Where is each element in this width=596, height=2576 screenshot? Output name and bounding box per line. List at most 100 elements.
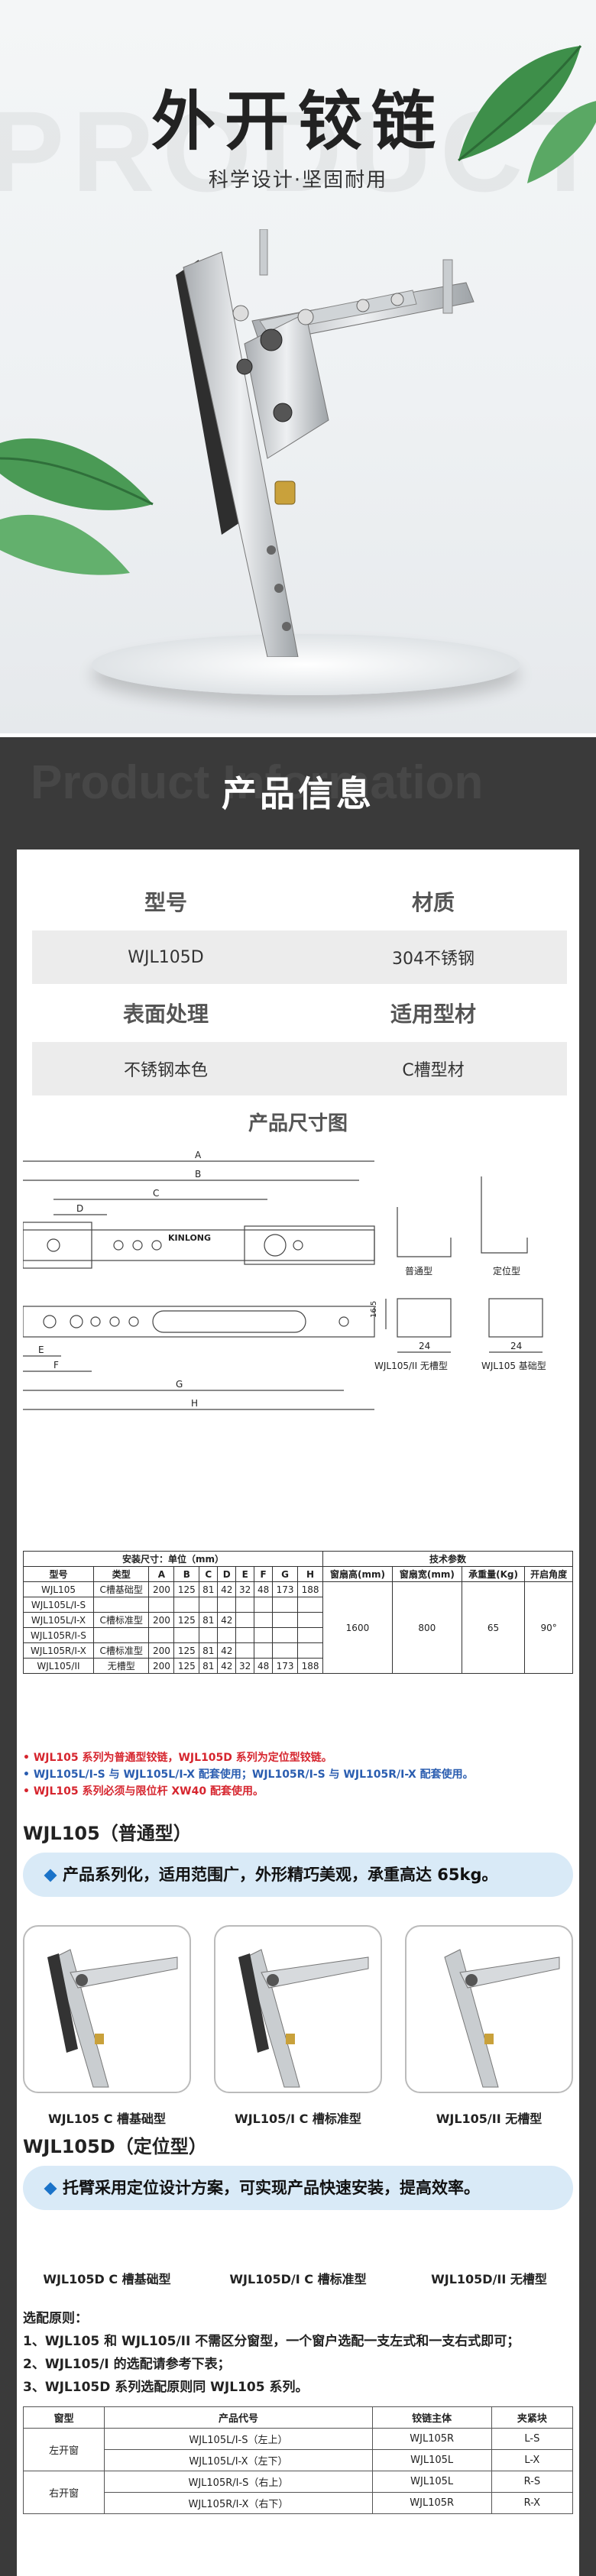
material-label: 材质 (411, 890, 455, 915)
table-row: WJL105L/I-S (23, 1597, 573, 1613)
table-cell (254, 1627, 274, 1643)
table-cell: C槽标准型 (92, 1612, 150, 1628)
table-cell (272, 1612, 299, 1628)
product-info-card: 型号 材质 WJL105D 304不锈钢 表面处理 适用型材 不锈钢本色 C槽型… (15, 848, 581, 2576)
table-cell: L-S (491, 2428, 574, 2450)
notes: • WJL105 系列为普通型铰链，WJL105D 系列为定位型铰链。 • WJ… (23, 1749, 573, 1800)
table-cell: 左开窗 (22, 2428, 105, 2471)
table-cell (272, 1627, 299, 1643)
product-image (214, 1925, 382, 2093)
table-cell (235, 1612, 255, 1628)
tech-cell: 65 (461, 1581, 526, 1674)
table-cell: 81 (199, 1642, 219, 1659)
table-cell (217, 1627, 237, 1643)
table-cell (148, 1627, 175, 1643)
table-cell: 200 (148, 1612, 175, 1628)
table-cell: 125 (173, 1642, 200, 1659)
table-cell (297, 1627, 323, 1643)
section-position-title: WJL105D（定位型） (23, 2136, 207, 2157)
table-cell (173, 1627, 200, 1643)
table-cell: C槽标准型 (92, 1642, 150, 1659)
model-value: WJL105D (128, 947, 204, 967)
table-cell: C槽基础型 (92, 1581, 150, 1597)
product-image (405, 1925, 573, 2093)
table-cell (173, 1597, 200, 1613)
install-group-header: 安装尺寸：单位（mm） (23, 1551, 323, 1567)
section-normal-desc-text: 产品系列化，适用范围广，外形精巧美观，承重高达 65kg。 (63, 1866, 498, 1884)
section-normal-desc: 产品系列化，适用范围广，外形精巧美观，承重高达 65kg。 (23, 1853, 573, 1897)
table-cell: 42 (217, 1581, 237, 1597)
hero-subtitle: 科学设计·坚固耐用 (208, 169, 388, 192)
th-window-type: 窗型 (22, 2406, 105, 2429)
product-card-wjl105-ii: WJL105/II 无槽型 (405, 1925, 573, 2127)
profile-label: 适用型材 (390, 1002, 476, 1027)
table-cell (272, 1597, 299, 1613)
label-ii: WJL105/II 无槽型 (374, 1361, 448, 1371)
table-cell: 右开窗 (22, 2471, 105, 2514)
table-cell: 125 (173, 1581, 200, 1597)
th-d: D (217, 1566, 237, 1582)
material-value: 304不锈钢 (392, 950, 475, 969)
table-cell (254, 1612, 274, 1628)
tech-cell: 1600 (322, 1581, 393, 1674)
th-h: H (297, 1566, 323, 1582)
table-cell: WJL105L (371, 2471, 492, 2493)
dim-c: C (153, 1188, 159, 1199)
leaf-decoration-left (0, 438, 154, 575)
table-cell (297, 1612, 323, 1628)
table-cell: 200 (148, 1658, 175, 1674)
product-card-wjl105d-i: WJL105D/I C 槽标准型 (214, 2223, 382, 2292)
rule-2: 2、WJL105/I 的选配请参考下表； (23, 2357, 231, 2372)
table-cell (148, 1597, 175, 1613)
section-position-desc: 托臂采用定位设计方案，可实现产品快速安装，提高效率。 (23, 2166, 573, 2210)
note-1: • WJL105 系列为普通型铰链，WJL105D 系列为定位型铰链。 (23, 1752, 332, 1764)
table-cell (199, 1597, 219, 1613)
th-hinge-body: 铰链主体 (371, 2406, 492, 2429)
table-cell: WJL105L/I-X（左下） (104, 2449, 373, 2471)
th-load: 承重量(Kg) (461, 1566, 526, 1582)
label-base: WJL105 基础型 (481, 1361, 546, 1371)
table-cell: 无槽型 (92, 1658, 150, 1674)
th-angle: 开启角度 (524, 1566, 573, 1582)
table-cell (199, 1627, 219, 1643)
table-cell: L-X (491, 2449, 574, 2471)
th-product-code: 产品代号 (104, 2406, 373, 2429)
table-cell: WJL105R (371, 2428, 492, 2450)
dim-e: E (38, 1345, 44, 1355)
table-cell: WJL105R (371, 2492, 492, 2514)
th-a: A (148, 1566, 175, 1582)
table-cell: 173 (272, 1581, 299, 1597)
table-cell: 42 (217, 1612, 237, 1628)
table-cell (272, 1642, 299, 1659)
table-cell: WJL105R/I-X (23, 1642, 94, 1659)
section-normal-title: WJL105（普通型） (23, 1823, 192, 1844)
table-cell: 125 (173, 1612, 200, 1628)
product-caption: WJL105D C 槽基础型 (43, 2272, 171, 2286)
section-title-product-info: 产品信息 (222, 773, 374, 814)
product-caption: WJL105/I C 槽标准型 (235, 2112, 361, 2126)
label-position: 定位型 (493, 1265, 520, 1277)
product-card-wjl105d: WJL105D C 槽基础型 (23, 2223, 191, 2292)
note-3: • WJL105 系列必须与限位杆 XW40 配套使用。 (23, 1785, 264, 1798)
dim-16-5: 16.5 (370, 1301, 378, 1318)
tech-cell: 90° (524, 1581, 573, 1674)
th-g: G (272, 1566, 299, 1582)
tech-group-header: 技术参数 (322, 1551, 573, 1567)
table-cell: WJL105R/I-X（右下） (104, 2492, 373, 2514)
table-cell: WJL105L/I-X (23, 1612, 94, 1628)
selection-rules: 选配原则： 1、WJL105 和 WJL105/II 不需区分窗型，一个窗户选配… (23, 2307, 573, 2399)
table-cell: WJL105R/I-S (23, 1627, 94, 1643)
product-card-wjl105d-ii: WJL105D/II 无槽型 (405, 2223, 573, 2292)
rule-3: 3、WJL105D 系列选配原则同 WJL105 系列。 (23, 2380, 309, 2395)
table-cell: WJL105 (23, 1581, 94, 1597)
model-label: 型号 (144, 890, 187, 915)
table-cell: R-S (491, 2471, 574, 2493)
th-sash-height: 窗扇高(mm) (322, 1566, 393, 1582)
display-platform (92, 634, 520, 695)
product-card-wjl105-i: WJL105/I C 槽标准型 (214, 1925, 382, 2127)
surface-value: 不锈钢本色 (123, 1061, 208, 1080)
